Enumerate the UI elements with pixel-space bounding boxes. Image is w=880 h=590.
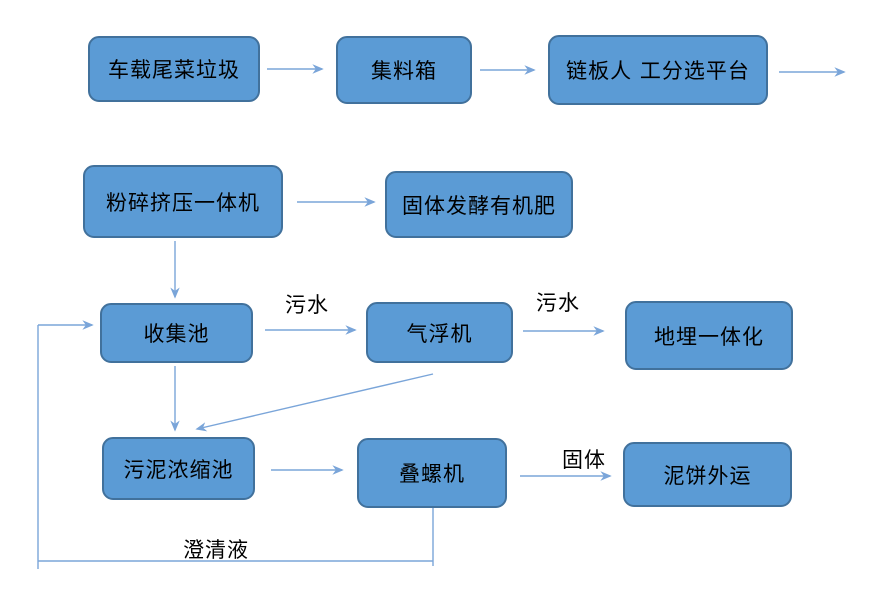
node-collection-bin: 集料箱 <box>336 36 472 104</box>
edge-label-clarified-liquid: 澄清液 <box>183 538 249 562</box>
node-air-flotation-label: 气浮机 <box>406 321 473 346</box>
edge-label-sewage-1: 污水 <box>285 293 329 317</box>
node-buried-integrated: 地埋一体化 <box>625 301 793 370</box>
node-screw-press-label: 叠螺机 <box>399 462 465 486</box>
node-truck-vegetable-waste: 车载尾菜垃圾 <box>88 36 260 102</box>
connector-flotation-to-thickener-diagonal-arrow <box>195 373 434 432</box>
node-collection-pool: 收集池 <box>100 303 253 363</box>
node-sorting-platform-label: 链板人 工分选平台 <box>566 59 750 83</box>
node-solid-fermentation-fertilizer-label: 固体发酵有机肥 <box>402 193 556 218</box>
node-sludge-thickening-pool: 污泥浓缩池 <box>102 437 255 500</box>
node-mud-cake-transport-label: 泥饼外运 <box>663 463 752 488</box>
node-screw-press: 叠螺机 <box>357 438 507 508</box>
node-buried-integrated-label: 地埋一体化 <box>654 324 764 349</box>
node-sorting-platform: 链板人 工分选平台 <box>548 35 768 105</box>
node-collection-pool-label: 收集池 <box>143 322 210 346</box>
node-air-flotation: 气浮机 <box>366 302 513 363</box>
node-sludge-thickening-pool-label: 污泥浓缩池 <box>123 457 234 482</box>
edge-label-sewage-2: 污水 <box>536 291 580 315</box>
node-solid-fermentation-fertilizer: 固体发酵有机肥 <box>385 171 573 238</box>
node-mud-cake-transport: 泥饼外运 <box>623 442 792 507</box>
node-collection-bin-label: 集料箱 <box>371 59 437 83</box>
edge-label-solid: 固体 <box>562 448 606 472</box>
node-truck-vegetable-waste-label: 车载尾菜垃圾 <box>108 58 240 82</box>
node-crusher-press-label: 粉碎挤压一体机 <box>106 190 260 215</box>
node-crusher-press: 粉碎挤压一体机 <box>83 165 283 238</box>
